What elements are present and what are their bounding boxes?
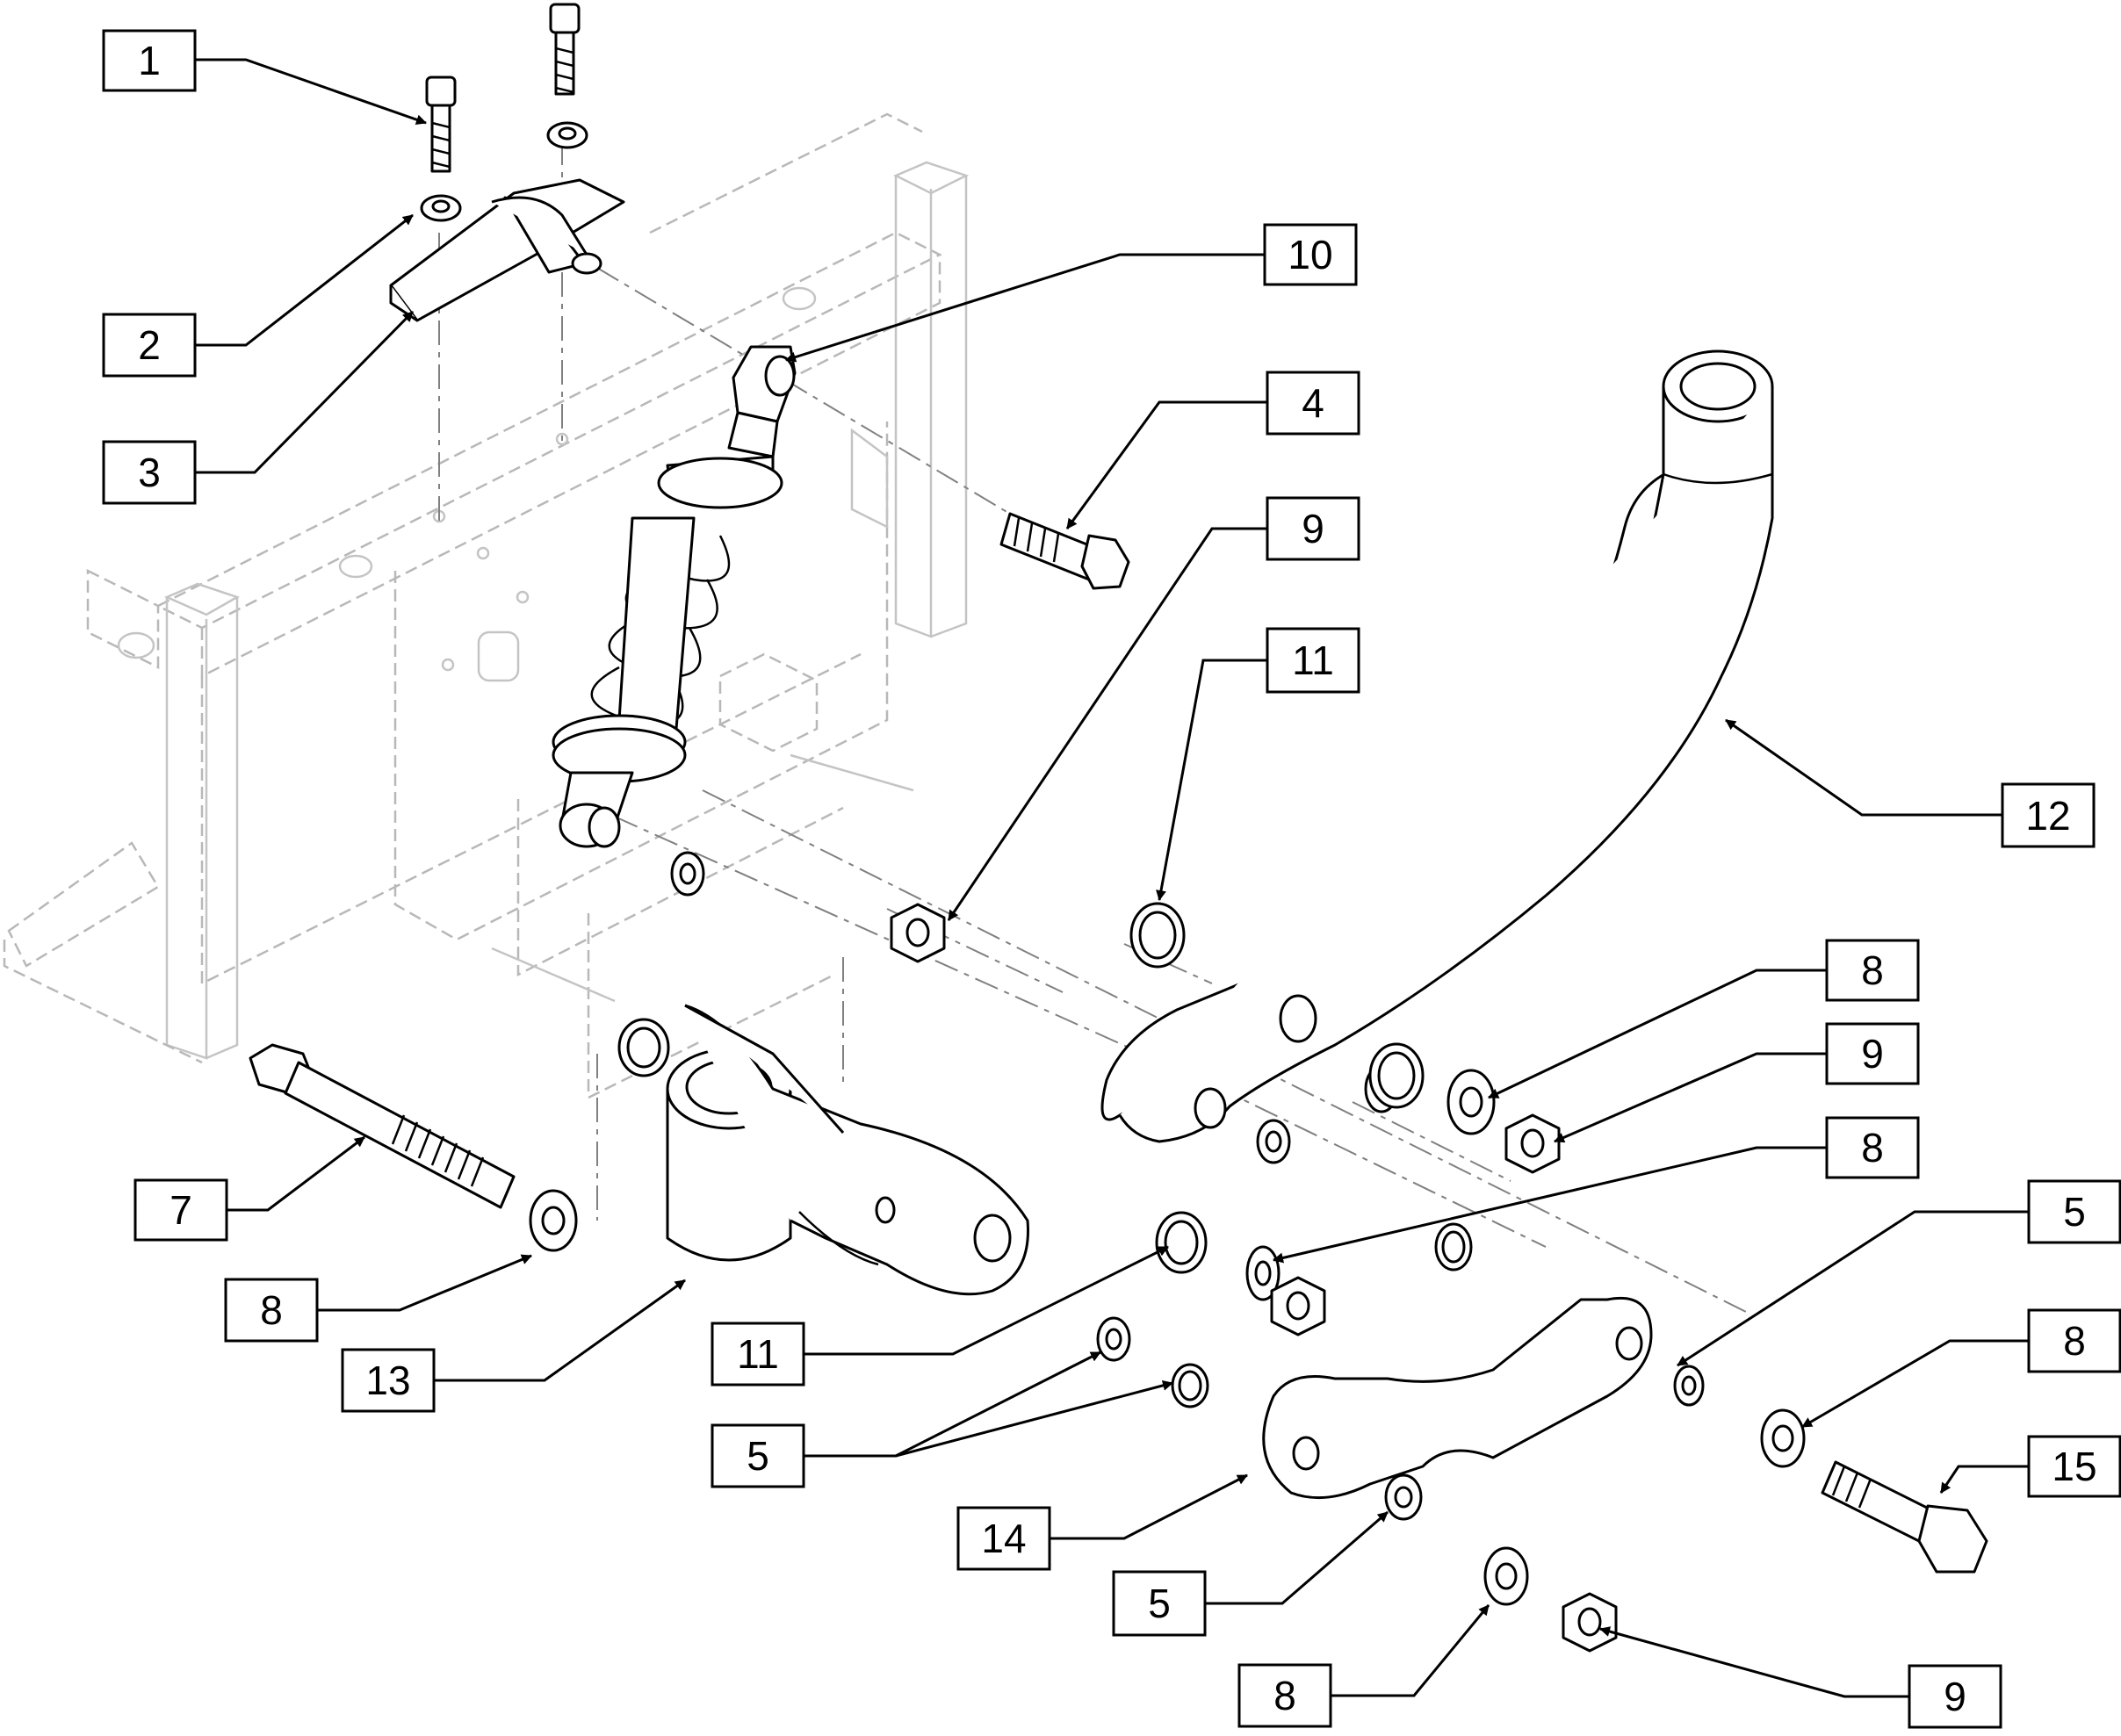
svg-text:5: 5 — [1148, 1581, 1171, 1626]
callout-1: 1 — [102, 29, 197, 92]
callout-14: 14 — [956, 1506, 1051, 1571]
shock-mount-bracket-part-3 — [389, 178, 625, 322]
svg-text:14: 14 — [981, 1516, 1026, 1561]
callout-15: 15 — [2027, 1435, 2121, 1498]
hardware-bushings — [617, 902, 1473, 1408]
svg-text:7: 7 — [170, 1187, 192, 1233]
svg-text:4: 4 — [1302, 380, 1324, 426]
callout-8-right-upper: 8 — [1825, 939, 1920, 1002]
svg-text:9: 9 — [1302, 506, 1324, 551]
lock-washer-part-2 — [420, 121, 588, 222]
hex-bolt-part-15 — [1821, 1460, 1988, 1574]
hex-bolt-part-4 — [999, 512, 1130, 590]
callout-2: 2 — [102, 313, 197, 378]
svg-text:3: 3 — [138, 450, 161, 495]
svg-text:8: 8 — [2063, 1318, 2086, 1364]
svg-text:2: 2 — [138, 322, 161, 368]
leader-lines — [195, 58, 2029, 1698]
hardware-washers — [529, 851, 1806, 1606]
svg-text:5: 5 — [2063, 1189, 2086, 1235]
svg-text:8: 8 — [1273, 1673, 1296, 1718]
callout-11-lower: 11 — [711, 1322, 805, 1387]
svg-text:1: 1 — [138, 38, 161, 83]
callout-3: 3 — [102, 440, 197, 505]
shock-absorber-part-10 — [552, 345, 797, 848]
callout-8-bottom: 8 — [1237, 1663, 1332, 1728]
callout-9-upper: 9 — [1266, 496, 1360, 561]
svg-text:5: 5 — [747, 1433, 769, 1479]
hardware-nuts — [890, 903, 1618, 1653]
callout-4: 4 — [1266, 371, 1360, 436]
svg-text:9: 9 — [1944, 1674, 1966, 1719]
caster-fork-arm-part-12 — [1100, 349, 1774, 1143]
svg-text:8: 8 — [1861, 947, 1884, 993]
callout-9-right: 9 — [1825, 1022, 1920, 1085]
svg-text:13: 13 — [365, 1358, 410, 1403]
callout-8-right-middle: 8 — [1825, 1116, 1920, 1179]
svg-text:10: 10 — [1288, 232, 1332, 277]
callout-5-left: 5 — [711, 1423, 805, 1488]
cap-screw-part-1 — [425, 3, 581, 173]
svg-text:8: 8 — [1861, 1125, 1884, 1171]
svg-text:15: 15 — [2052, 1444, 2096, 1489]
pivot-arm-part-13 — [666, 1004, 1029, 1296]
link-plate-part-14 — [1262, 1296, 1653, 1500]
svg-text:9: 9 — [1861, 1031, 1884, 1077]
callout-12: 12 — [2001, 782, 2096, 848]
callout-5-bottom: 5 — [1112, 1570, 1207, 1637]
callout-8-left: 8 — [224, 1278, 319, 1343]
callout-10: 10 — [1263, 223, 1358, 286]
svg-text:12: 12 — [2025, 793, 2070, 839]
svg-text:11: 11 — [1292, 637, 1334, 683]
callout-8-far-right: 8 — [2027, 1308, 2121, 1373]
callout-11-upper: 11 — [1266, 627, 1360, 694]
callout-9-bottom: 9 — [1908, 1664, 2002, 1729]
callout-13: 13 — [341, 1348, 436, 1413]
svg-text:8: 8 — [260, 1287, 283, 1333]
long-hex-bolt-part-7 — [249, 1043, 516, 1209]
callout-7: 7 — [133, 1178, 228, 1242]
callout-5-right: 5 — [2027, 1179, 2121, 1244]
svg-text:11: 11 — [737, 1331, 779, 1377]
